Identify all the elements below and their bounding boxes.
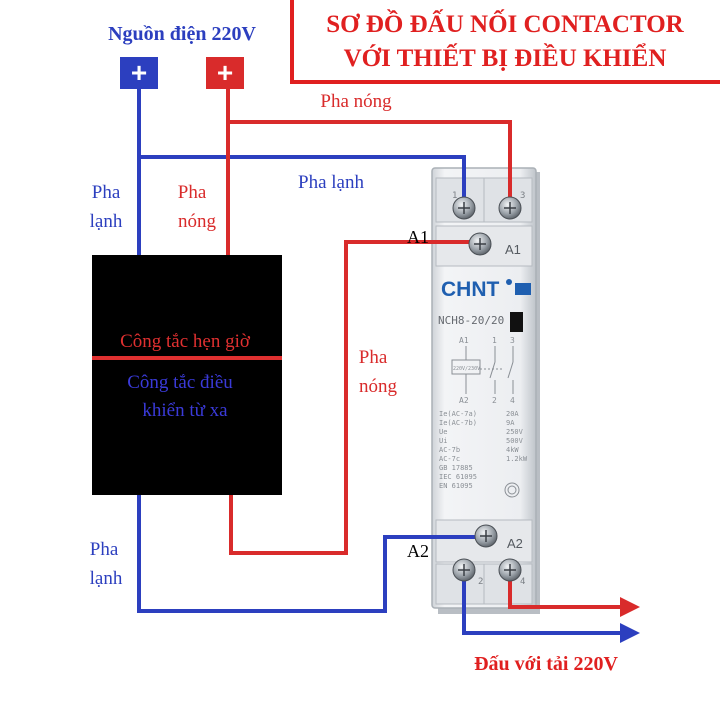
schematic-a2-label: A2 [459,396,469,405]
controller-box: Công tắc hẹn giờ Công tắc điều khiển từ … [92,255,282,495]
a1-callout-label: A1 [407,227,429,247]
terminal-3-number: 3 [520,191,525,201]
load-wire-hot [508,572,620,609]
title-box-border [290,0,720,84]
hot-wire-terminal-3 [228,120,512,206]
spec-value: 9A [506,419,515,427]
spec-table: Ie(AC-7a) 20A Ie(AC-7b) 9A Ue 250V Ui 500V AC-7b… [439,410,528,490]
contactor-body [431,167,537,609]
schematic-3-label: 3 [510,336,515,345]
neutral-left-label-line-2: lạnh [90,211,123,232]
hot-source-terminal: + [206,57,244,89]
standard-code: GB 17885 [439,464,473,472]
contactor-device: CHNT NCH8-20/20 A1 1 3 220V/230V A2 2 4 … [431,167,540,614]
brand-blue-bar [515,283,531,295]
neutral-source-box [120,57,158,89]
spec-value: 20A [506,410,519,418]
neutral-wire-terminal-1 [139,155,466,206]
hot-mid-label-line-2: nóng [359,376,398,397]
standard-code: EN 61095 [439,482,473,490]
a2-callout-label: A2 [407,541,429,561]
spec-key: Ie(AC-7a) [439,410,477,418]
hot-source-box [206,57,244,89]
internal-schematic [451,346,514,394]
a1-device-label: A1 [505,242,521,257]
spec-value: 500V [506,437,524,445]
remote-switch-label-line-1: Công tắc điều [127,372,233,393]
timer-switch-label: Công tắc hẹn giờ [120,331,251,352]
schematic-4-label: 4 [510,396,515,405]
brand-logo: CHNT [441,278,499,301]
hot-left-label-line-2: nóng [178,211,217,232]
neutral-output-arrow-icon [620,623,640,643]
title-line-2: VỚI THIẾT BỊ ĐIỀU KHIỂN [344,43,667,72]
power-source-label: Nguồn điện 220V [108,23,256,45]
neutral-top-label: Pha lạnh [298,172,364,193]
neutral-bottom-label-line-1: Pha [90,539,119,560]
schematic-a1-label: A1 [459,336,469,345]
spec-key: AC-7b [439,446,460,454]
controller-body [92,255,282,495]
certification-mark-icon [504,482,520,498]
standard-code: IEC 61095 [439,473,477,481]
hot-plus-icon: + [217,57,233,88]
neutral-bottom-label-line-2: lạnh [90,568,123,589]
spec-value: 4kW [506,446,519,454]
terminal-4-number: 4 [520,577,525,587]
schematic-1-label: 1 [492,336,497,345]
schematic-2-label: 2 [492,396,497,405]
title-line-1: SƠ ĐỒ ĐẤU NỐI CONTACTOR [326,9,684,38]
hot-mid-label-line-1: Pha [359,347,388,368]
hot-wire-controller-a1 [229,240,476,555]
hot-left-label-line-1: Pha [178,182,207,203]
wires [137,89,620,635]
neutral-plus-icon: + [131,57,147,88]
spec-key: AC-7c [439,455,460,463]
spec-key: Ue [439,428,447,436]
hot-top-label: Pha nóng [320,91,392,112]
remote-switch-label-line-2: khiển từ xa [142,400,228,421]
terminal-screws [452,196,522,582]
spec-value: 250V [506,428,524,436]
terminal-2-number: 2 [478,577,483,587]
load-output-label: Đấu với tải 220V [474,653,618,675]
spec-key: Ui [439,437,447,445]
spec-key: Ie(AC-7b) [439,419,477,427]
certification-inner-ring [507,485,517,495]
brand-registered-icon [506,279,512,285]
a2-device-label: A2 [507,536,523,551]
neutral-left-label-line-1: Pha [92,182,121,203]
neutral-wire-a2 [137,495,484,613]
hot-output-arrow-icon [620,597,640,617]
terminal-1-number: 1 [452,191,457,201]
neutral-source-terminal: + [120,57,158,89]
model-number: NCH8-20/20 [438,314,504,327]
coil-label: 220V/230V [453,366,480,372]
title-box: SƠ ĐỒ ĐẤU NỐI CONTACTOR VỚI THIẾT BỊ ĐIỀ… [290,0,720,84]
spec-value: 1.2kW [506,455,528,463]
load-wire-neutral [462,572,620,635]
status-window [510,312,523,332]
